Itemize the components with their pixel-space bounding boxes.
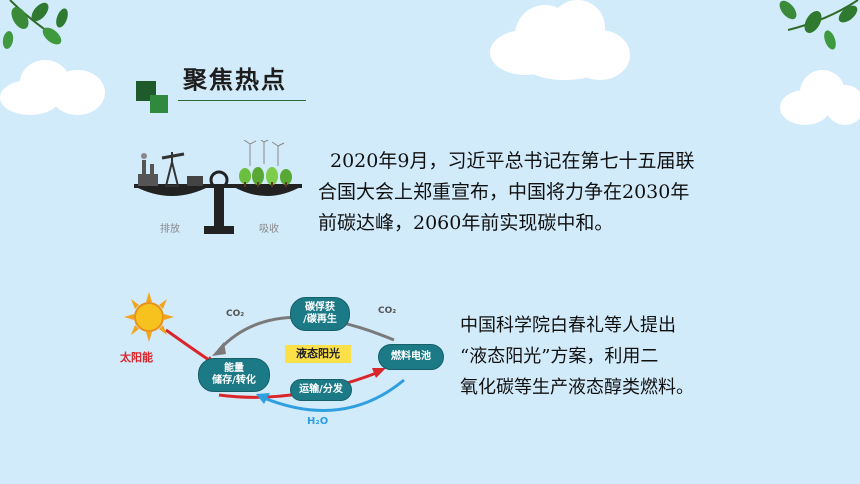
leaf-branch-left-icon [2,0,68,49]
leaf-branch-right-icon [779,0,859,50]
transport-node: 运输/分发 [290,379,352,401]
emission-label: 排放 [160,224,180,235]
paragraph1-line3: 前碳达峰，2060年前实现碳中和。 [318,212,614,234]
carbon-capture-node: 碳俘获 /碳再生 [290,297,350,331]
co2-right-label: CO₂ [378,306,397,316]
cloud-top [490,0,630,85]
liquid-sunshine-label: 液态阳光 [285,345,351,363]
cloud-left [0,55,110,115]
title-underline [178,100,306,101]
solar-energy-label: 太阳能 [120,351,153,364]
carbon-capture-line1: 碳俘获 [305,302,335,313]
heading-square-light [150,95,168,113]
paragraph2-line3: 氧化碳等生产液态醇类燃料。 [460,377,694,398]
co2-left-label: CO₂ [226,309,245,319]
energy-storage-node: 能量 储存/转化 [198,358,270,392]
fuel-cell-node: 燃料电池 [378,344,444,370]
energy-storage-line1: 能量 [224,363,244,374]
cloud-right [780,70,860,125]
absorption-label: 吸收 [259,224,279,235]
carbon-capture-line2: /碳再生 [303,314,337,325]
paragraph-carbon-goals: 2020年9月，习近平总书记在第七十五届联 合国大会上郑重宣布，中国将力争在20… [318,146,738,239]
h2o-label: H₂O [307,416,329,427]
paragraph2-line2: “液态阳光”方案，利用二 [460,346,659,367]
energy-storage-line2: 储存/转化 [212,375,256,386]
paragraph1-line1: 2020年9月，习近平总书记在第七十五届联 [330,150,695,172]
paragraph1-line2: 合国大会上郑重宣布，中国将力争在2030年 [318,181,690,203]
page-title: 聚焦热点 [183,66,287,94]
sun-icon [124,292,174,342]
paragraph-liquid-sunshine: 中国科学院白春礼等人提出 “液态阳光”方案，利用二 氧化碳等生产液态醇类燃料。 [460,310,760,403]
carbon-balance-illustration [134,140,302,234]
paragraph2-line1: 中国科学院白春礼等人提出 [460,315,676,336]
liquid-sunshine-diagram [124,292,405,412]
